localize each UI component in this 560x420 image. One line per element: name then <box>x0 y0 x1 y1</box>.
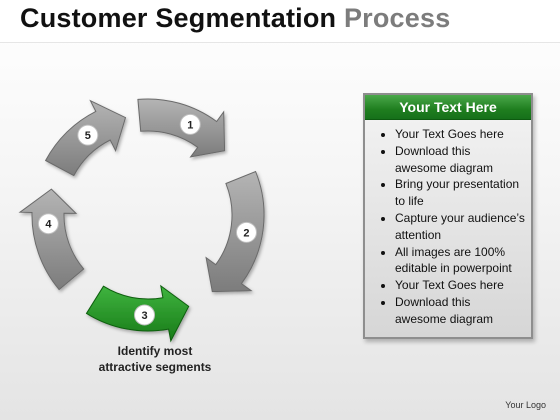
text-panel: Your Text Here Your Text Goes hereDownlo… <box>363 93 533 339</box>
step-number: 2 <box>243 227 249 239</box>
badge-circle <box>134 304 156 326</box>
title-accent: Process <box>343 3 451 33</box>
page-title: Customer Segmentation Process <box>20 3 450 34</box>
cycle-diagram: 1 2 3 4 5 <box>18 98 265 343</box>
cycle-segment-2 <box>205 170 265 293</box>
step-badge-4: 4 <box>37 213 59 235</box>
logo-placeholder: Your Logo <box>505 400 546 410</box>
bullet-item: Bring your presentation to life <box>395 176 525 210</box>
title-main: Customer Segmentation <box>20 3 337 33</box>
cycle-segment-4 <box>18 188 85 291</box>
badge-circle <box>179 113 201 135</box>
caption-line-2: attractive segments <box>98 360 212 374</box>
step-number: 4 <box>45 219 52 231</box>
step-number: 1 <box>187 119 193 131</box>
bullet-item: All images are 100% editable in powerpoi… <box>395 244 525 278</box>
panel-heading: Your Text Here <box>365 95 531 120</box>
badge-circle <box>37 213 59 235</box>
bullet-item: Your Text Goes here <box>395 126 525 143</box>
step-number: 3 <box>141 310 147 322</box>
bullet-item: Download this awesome diagram <box>395 294 525 328</box>
badge-circle <box>235 221 257 243</box>
step-caption: Identify most attractive segments <box>70 343 240 375</box>
bullet-item: Capture your audience’s attention <box>395 210 525 244</box>
step-badge-3: 3 <box>134 304 156 326</box>
badge-circle <box>77 124 99 146</box>
caption-line-1: Identify most <box>117 344 193 358</box>
step-badge-1: 1 <box>179 113 201 135</box>
bullet-item: Download this awesome diagram <box>395 143 525 177</box>
step-badge-5: 5 <box>77 124 99 146</box>
step-number: 5 <box>85 130 91 142</box>
step-badge-2: 2 <box>235 221 257 243</box>
bullet-item: Your Text Goes here <box>395 277 525 294</box>
title-bar: Customer Segmentation Process <box>0 0 560 43</box>
bullet-list: Your Text Goes hereDownload this awesome… <box>365 126 531 328</box>
